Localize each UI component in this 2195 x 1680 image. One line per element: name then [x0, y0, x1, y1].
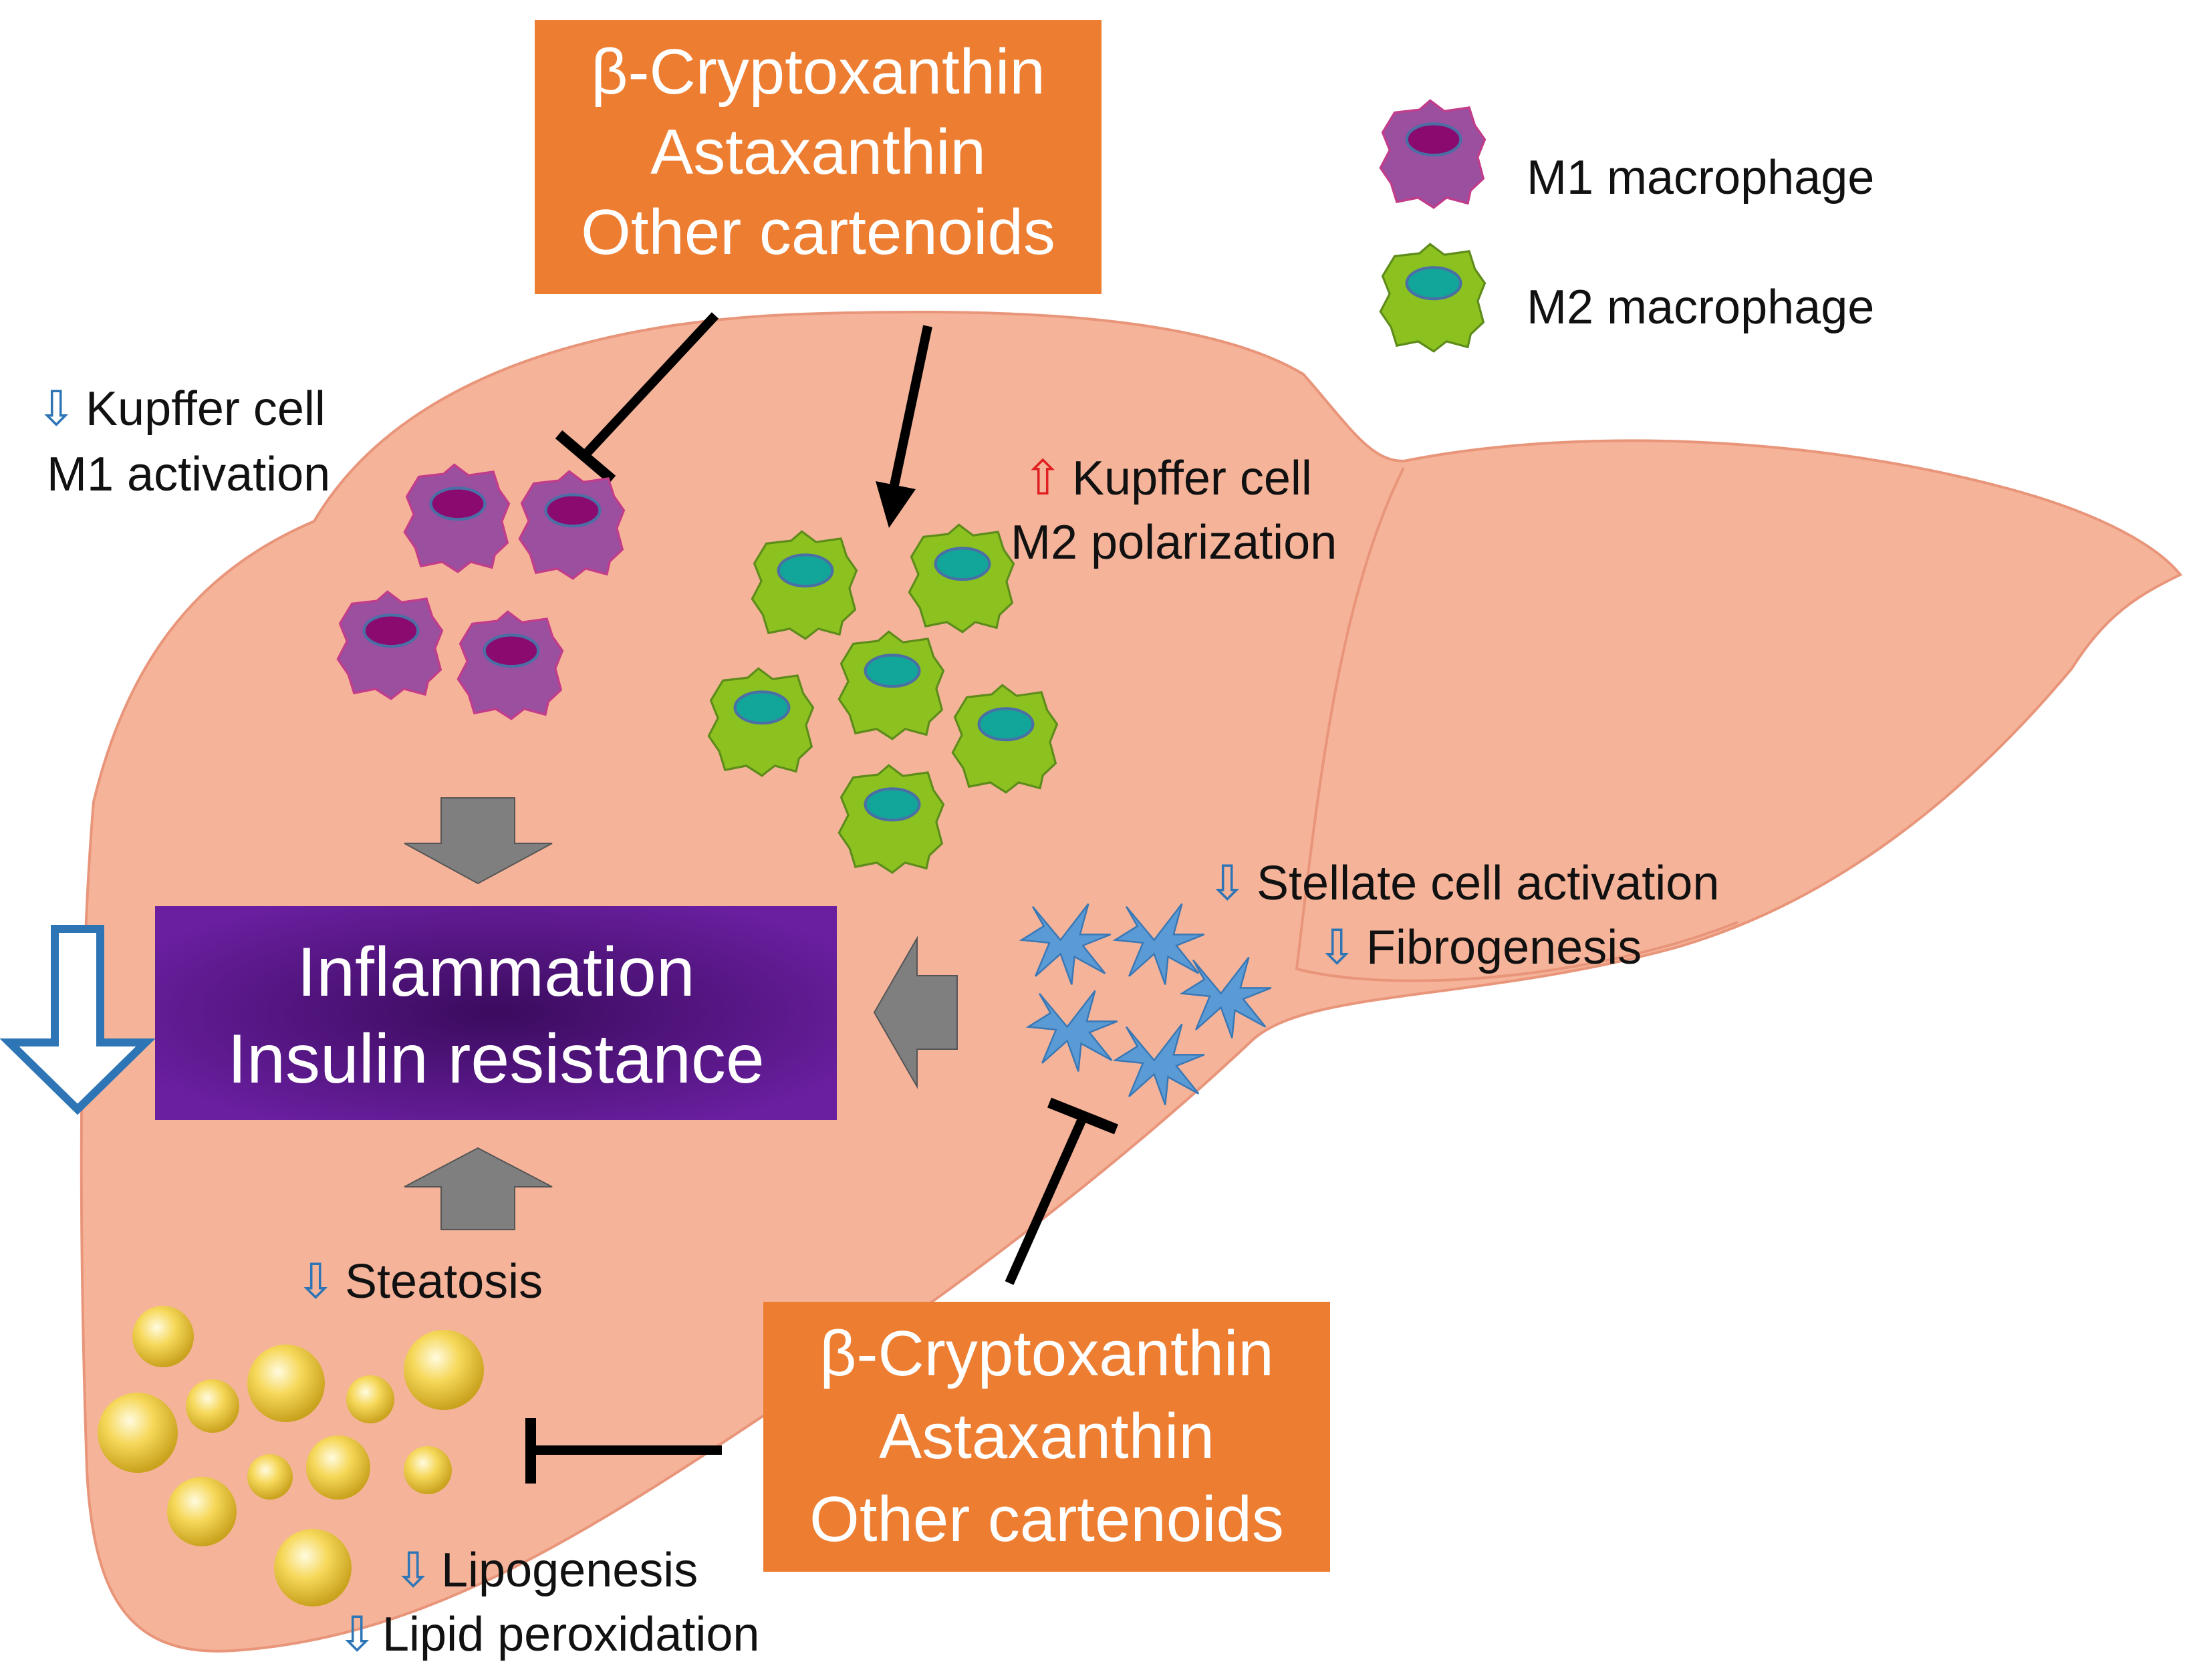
legend-m1-label: M1 macrophage — [1527, 151, 1874, 204]
kupffer-m1-label: ⇩ Kupffer cell M1 activation — [36, 382, 330, 501]
steatosis-label: Steatosis — [345, 1255, 543, 1308]
lipid-droplet — [404, 1330, 484, 1410]
down-arrow-glyph: ⇩ — [36, 382, 76, 436]
lipid-droplet — [306, 1435, 370, 1500]
lipogenesis-label: Lipogenesis — [441, 1544, 698, 1597]
central-line-2: Insulin resistance — [227, 1020, 765, 1098]
inhibition-to-stellate — [1005, 1097, 1118, 1285]
down-arrow-glyph: ⇩ — [337, 1608, 377, 1661]
lipid-droplet — [274, 1529, 352, 1606]
carotenoid-bottom-line-2: Astaxanthin — [879, 1401, 1214, 1472]
lipid-droplet — [132, 1306, 194, 1367]
m1-cell — [338, 591, 442, 698]
kupffer-m1-line-2: M1 activation — [47, 448, 330, 501]
kupffer-m2-line-1: Kupffer cell — [1072, 452, 1312, 505]
m2-cell — [708, 668, 813, 775]
decrease-arrow-large — [0, 925, 156, 1115]
lipid-droplet — [98, 1393, 178, 1473]
legend-m1-cell-icon — [1380, 100, 1484, 207]
inhibition-to-m1 — [555, 312, 719, 484]
lipid-peroxidation-label: Lipid peroxidation — [382, 1608, 759, 1661]
kupffer-m2-label: ⇧ Kupffer cell M2 polarization — [1011, 452, 1337, 569]
m2-cell — [839, 632, 943, 738]
lipid-droplet — [247, 1454, 293, 1500]
carotenoid-box-bottom: β-Cryptoxanthin Astaxanthin Other carten… — [763, 1302, 1330, 1572]
kupffer-m1-line-1: Kupffer cell — [86, 382, 326, 436]
legend-m2-label: M2 macrophage — [1527, 281, 1874, 334]
down-arrow-glyph: ⇩ — [1317, 921, 1357, 974]
m1-cell — [519, 471, 624, 578]
gray-arrow-down — [404, 797, 553, 885]
carotenoid-bottom-line-3: Other cartenoids — [809, 1484, 1284, 1555]
carotenoid-top-line-1: β-Cryptoxanthin — [591, 36, 1045, 108]
m1-cell — [458, 611, 562, 718]
legend-m2-cell-icon — [1380, 244, 1484, 351]
m2-cell — [839, 765, 943, 872]
down-arrow-glyph: ⇩ — [1207, 857, 1247, 910]
m2-cell — [952, 685, 1057, 792]
steatosis-label-group: ⇩ Steatosis — [295, 1255, 543, 1308]
fibrogenesis-label: Fibrogenesis — [1366, 921, 1642, 974]
down-arrow-glyph: ⇩ — [393, 1544, 433, 1597]
inhibition-to-lipid — [525, 1418, 722, 1484]
carotenoid-top-line-2: Astaxanthin — [650, 116, 986, 188]
liver-shape — [80, 310, 2183, 1653]
carotenoid-top-line-3: Other cartenoids — [581, 196, 1055, 268]
m1-cell — [404, 464, 509, 571]
stellate-label: Stellate cell activation — [1257, 857, 1719, 910]
stellate-labels: ⇩ Stellate cell activation ⇩ Fibrogenesi… — [1207, 857, 1719, 974]
central-box: Inflammation Insulin resistance — [155, 906, 837, 1120]
central-line-1: Inflammation — [297, 934, 694, 1011]
lipid-droplet — [167, 1477, 237, 1546]
activation-arrow-to-m2 — [876, 325, 932, 528]
legend: M1 macrophage M2 macrophage — [1380, 100, 1874, 351]
down-arrow-glyph: ⇩ — [295, 1255, 336, 1308]
carotenoid-box-top: β-Cryptoxanthin Astaxanthin Other carten… — [535, 20, 1102, 294]
lipid-droplet-cluster — [98, 1306, 484, 1606]
up-arrow-glyph: ⇧ — [1023, 452, 1063, 505]
carotenoid-bottom-line-1: β-Cryptoxanthin — [819, 1318, 1274, 1389]
gray-arrow-left — [873, 936, 958, 1089]
lipid-droplet — [247, 1345, 325, 1422]
lipid-labels: ⇩ Lipogenesis ⇩ Lipid peroxidation — [337, 1544, 759, 1661]
lipid-droplet — [186, 1379, 239, 1433]
lipid-droplet — [346, 1375, 394, 1423]
kupffer-m2-line-2: M2 polarization — [1011, 516, 1337, 569]
gray-arrow-up — [404, 1147, 553, 1230]
m2-cell — [909, 525, 1013, 632]
lipid-droplet — [404, 1446, 452, 1494]
m2-cell — [752, 531, 856, 638]
